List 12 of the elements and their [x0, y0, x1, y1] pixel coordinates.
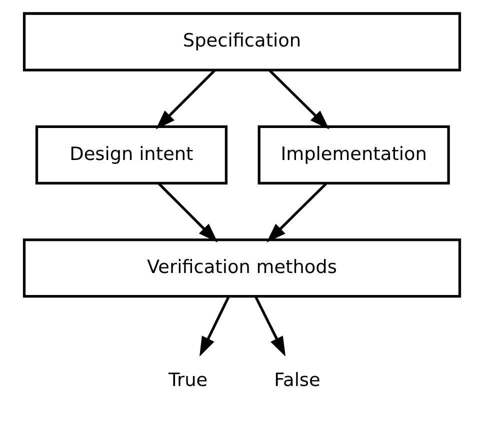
- node-box: Verification methods: [22, 238, 461, 298]
- node-box: Design intent: [34, 125, 228, 185]
- arrow: [155, 69, 216, 130]
- node-box: Specification: [22, 12, 461, 72]
- arrow: [254, 296, 286, 356]
- node-box: Implementation: [257, 125, 450, 185]
- node-text: True: [168, 370, 208, 392]
- arrow: [157, 182, 218, 243]
- arrow: [266, 182, 327, 243]
- node-text: False: [274, 370, 320, 392]
- arrow: [268, 69, 329, 130]
- arrow: [199, 296, 230, 356]
